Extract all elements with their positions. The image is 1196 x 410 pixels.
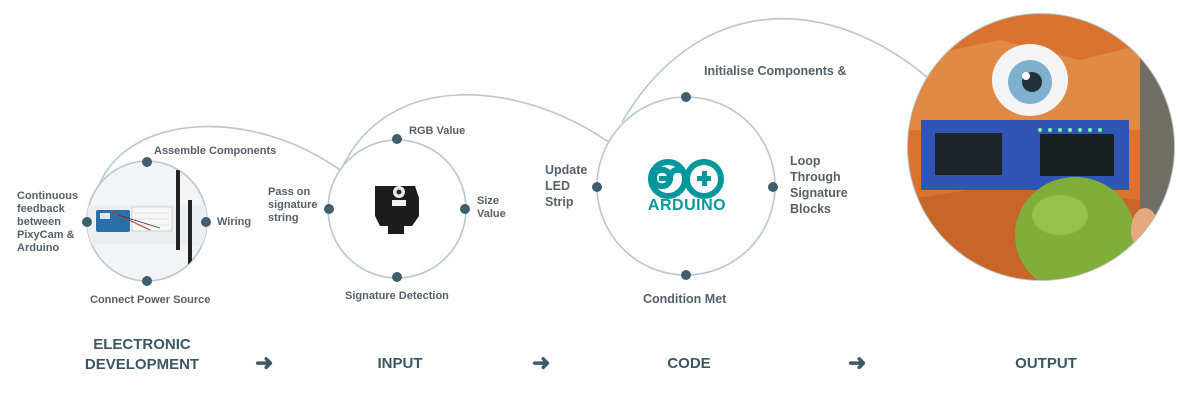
stage-title-input: INPUT — [377, 355, 423, 372]
pixycam-image — [375, 186, 419, 234]
label-continuous-feedback: Continuous feedback between PixyCam & Ar… — [17, 190, 79, 254]
electronic-circle — [82, 157, 211, 286]
label-size-value: Size Value — [477, 195, 506, 220]
label-wiring: Wiring — [217, 216, 252, 228]
stage-title-output: OUTPUT — [1015, 355, 1077, 372]
label-connect-power: Connect Power Source — [90, 294, 211, 306]
stage-title-code: CODE — [667, 355, 711, 372]
label-assemble-components: Assemble Components — [154, 145, 277, 157]
arduino-logo — [648, 159, 724, 199]
node-loop — [768, 182, 778, 192]
node-init — [681, 92, 691, 102]
label-condition-met: Condition Met — [643, 292, 727, 306]
label-update-led: Update LED Strip — [545, 163, 588, 209]
node-power — [142, 276, 152, 286]
label-signature-detection: Signature Detection — [345, 290, 449, 302]
arc-input-to-code — [342, 93, 611, 167]
arrow-right-icon: ➜ — [532, 350, 551, 375]
arrow-right-icon: ➜ — [255, 350, 274, 375]
arc-code-to-output — [621, 18, 929, 123]
node-condition — [681, 270, 691, 280]
label-initialise-components: Initialise Components & — [704, 64, 847, 78]
node-assemble — [142, 157, 152, 167]
arc-electronic-to-input — [99, 125, 344, 184]
node-rgb — [392, 134, 402, 144]
label-loop-through: Loop Through Signature Blocks — [790, 154, 848, 216]
arrow-right-icon: ➜ — [848, 350, 867, 375]
arduino-logo-text: ARDUINO — [647, 197, 727, 214]
node-pass — [324, 204, 334, 214]
output-photo — [907, 13, 1175, 281]
node-detection — [392, 272, 402, 282]
node-update — [592, 182, 602, 192]
node-feedback — [82, 217, 92, 227]
input-circle — [324, 134, 470, 282]
label-pass-on-signature: Pass on signature string — [268, 186, 318, 224]
node-size — [460, 204, 470, 214]
label-rgb-value: RGB Value — [409, 125, 466, 137]
code-circle — [592, 92, 778, 280]
breadboard-image — [87, 170, 207, 270]
connector-arcs — [99, 18, 929, 184]
node-wiring — [201, 217, 211, 227]
stage-title-electronic: ELECTRONIC DEVELOPMENT — [84, 336, 200, 373]
